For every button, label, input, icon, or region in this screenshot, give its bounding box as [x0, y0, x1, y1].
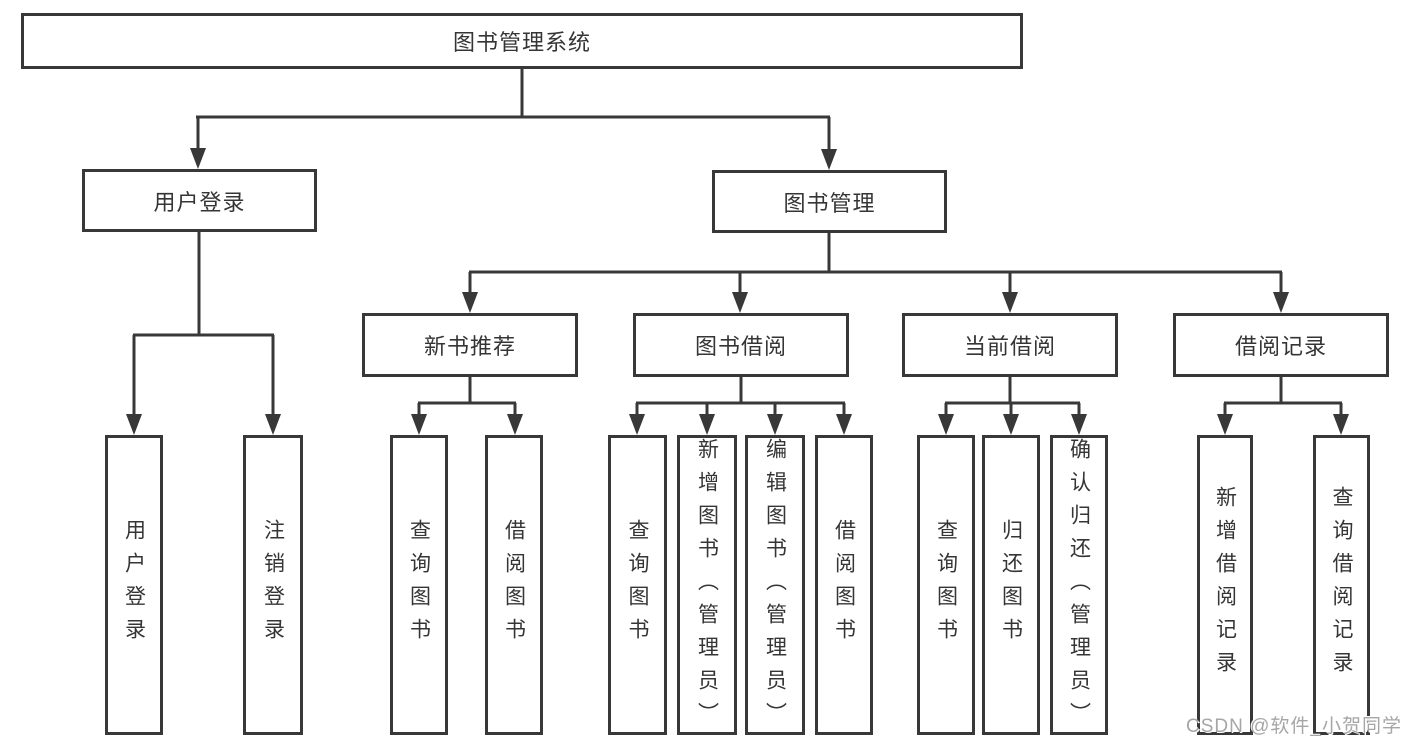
leaf-label: 查询图书 [407, 519, 431, 651]
node-user-login: 用户登录 [82, 169, 317, 232]
leaf-label: 新增借阅记录 [1213, 486, 1237, 684]
leaf-user-login: 用户登录 [105, 435, 163, 735]
leaf-query-books-recommend: 查询图书 [390, 435, 448, 735]
node-label: 新书推荐 [423, 334, 516, 359]
node-label: 借阅记录 [1234, 334, 1327, 359]
leaf-confirm-return-admin: 确认归还（管理员） [1050, 435, 1108, 735]
leaf-query-books-borrowing: 查询图书 [608, 435, 667, 735]
leaf-label: 借阅图书 [502, 519, 526, 651]
leaf-query-books-current: 查询图书 [917, 435, 975, 735]
node-label: 当前借阅 [963, 334, 1056, 359]
leaf-label: 归还图书 [999, 519, 1023, 651]
node-label: 图书管理 [783, 190, 876, 216]
node-root-label: 图书管理系统 [452, 30, 591, 55]
leaf-label: 查询图书 [626, 519, 649, 651]
csdn-watermark: CSDN @软件_小贺同学 [1186, 716, 1402, 737]
leaf-label: 新增图书（管理员） [695, 438, 719, 735]
leaf-query-borrow-record: 查询借阅记录 [1313, 435, 1370, 735]
leaf-label: 查询图书 [934, 519, 958, 651]
leaf-label: 借阅图书 [832, 519, 856, 651]
node-label: 用户登录 [153, 189, 246, 215]
leaf-label: 查询借阅记录 [1330, 486, 1353, 684]
node-borrowing-records: 借阅记录 [1173, 313, 1389, 377]
node-new-book-recommend: 新书推荐 [362, 313, 578, 377]
node-label: 图书借阅 [694, 334, 787, 359]
leaf-add-borrow-record: 新增借阅记录 [1197, 435, 1253, 735]
leaf-borrow-books-recommend: 借阅图书 [485, 435, 543, 735]
node-book-management: 图书管理 [712, 170, 947, 233]
leaf-label: 注销登录 [261, 519, 285, 651]
leaf-label: 编辑图书（管理员） [763, 438, 787, 735]
leaf-edit-book-admin: 编辑图书（管理员） [745, 435, 805, 735]
leaf-label: 用户登录 [122, 519, 146, 651]
node-root: 图书管理系统 [21, 13, 1023, 69]
node-book-borrowing: 图书借阅 [633, 313, 849, 377]
leaf-label: 确认归还（管理员） [1067, 438, 1091, 735]
node-current-borrowing: 当前借阅 [902, 313, 1118, 377]
leaf-return-book: 归还图书 [982, 435, 1040, 735]
leaf-borrow-books-borrowing: 借阅图书 [815, 435, 873, 735]
leaf-add-book-admin: 新增图书（管理员） [677, 435, 737, 735]
leaf-logout: 注销登录 [243, 435, 303, 735]
